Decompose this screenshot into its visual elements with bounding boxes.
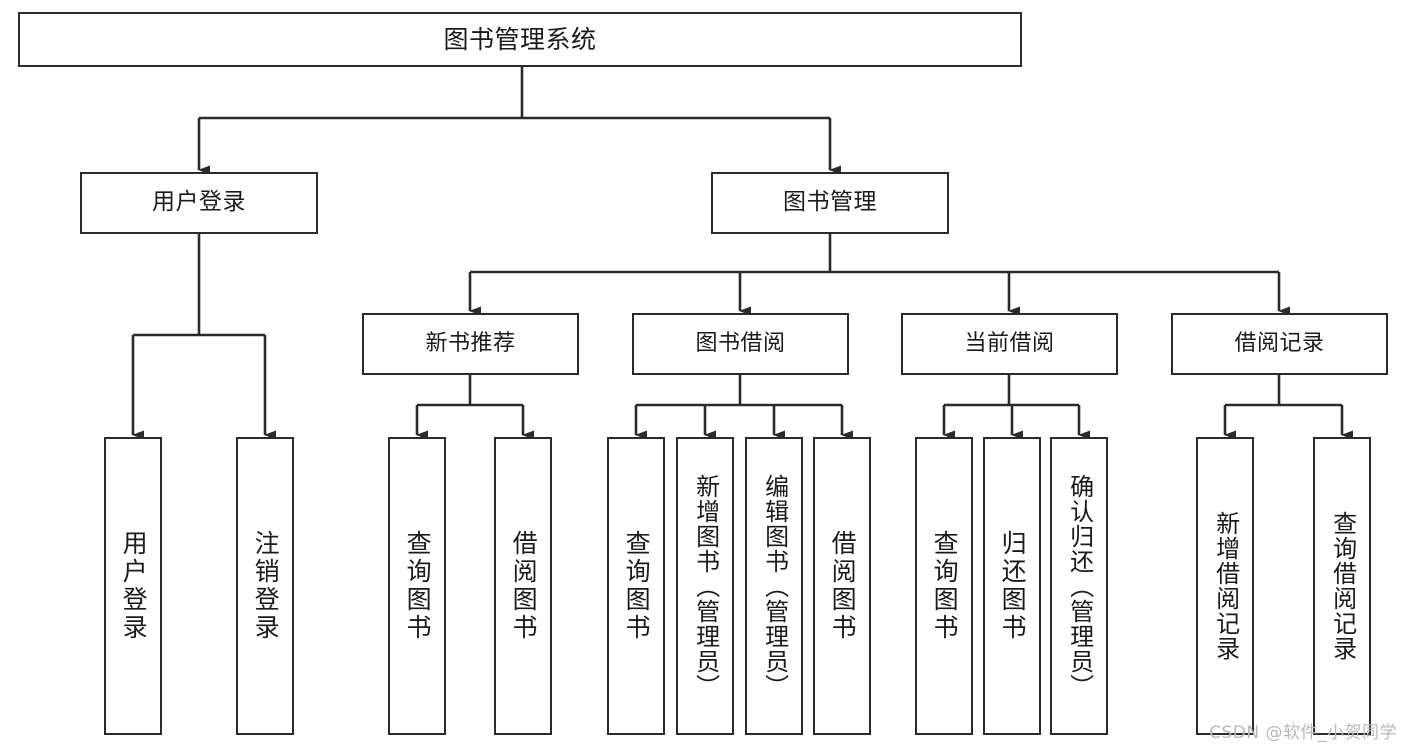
node-label: 归还图书 <box>998 530 1028 642</box>
leaf-add-book-admin[interactable]: 新增图书（管理员） <box>676 437 734 735</box>
node-new-book-recommend[interactable]: 新书推荐 <box>362 313 579 375</box>
node-label: 编辑图书（管理员） <box>760 473 789 699</box>
leaf-query-borrow-record[interactable]: 查询借阅记录 <box>1313 437 1371 735</box>
leaf-confirm-return-admin[interactable]: 确认归还（管理员） <box>1050 437 1108 735</box>
leaf-query-book-recommend[interactable]: 查询图书 <box>388 437 446 735</box>
node-label: 图书管理系统 <box>443 24 597 54</box>
node-label: 注销登录 <box>251 530 281 642</box>
node-label: 图书管理 <box>783 189 877 216</box>
node-label: 新增借阅记录 <box>1211 511 1240 661</box>
leaf-add-borrow-record[interactable]: 新增借阅记录 <box>1196 437 1254 735</box>
leaf-borrow-book-recommend[interactable]: 借阅图书 <box>494 437 552 735</box>
node-label: 查询图书 <box>930 530 960 642</box>
node-label: 当前借阅 <box>964 331 1055 357</box>
node-label: 查询图书 <box>403 530 433 642</box>
node-user-login[interactable]: 用户登录 <box>80 172 318 234</box>
leaf-borrow-book[interactable]: 借阅图书 <box>813 437 871 735</box>
node-label: 查询图书 <box>622 530 652 642</box>
leaf-logout[interactable]: 注销登录 <box>236 437 294 735</box>
leaf-return-book[interactable]: 归还图书 <box>983 437 1041 735</box>
node-label: 图书借阅 <box>695 331 786 357</box>
node-root-system[interactable]: 图书管理系统 <box>18 12 1022 67</box>
node-label: 确认归还（管理员） <box>1065 473 1094 699</box>
node-label: 借阅记录 <box>1234 331 1325 357</box>
node-label: 用户登录 <box>152 189 246 216</box>
leaf-query-book-current[interactable]: 查询图书 <box>915 437 973 735</box>
leaf-edit-book-admin[interactable]: 编辑图书（管理员） <box>745 437 803 735</box>
node-label: 用户登录 <box>119 530 149 642</box>
node-label: 借阅图书 <box>509 530 539 642</box>
node-book-management[interactable]: 图书管理 <box>711 172 949 234</box>
node-borrow-record[interactable]: 借阅记录 <box>1171 313 1388 375</box>
node-current-borrow[interactable]: 当前借阅 <box>901 313 1118 375</box>
leaf-user-login[interactable]: 用户登录 <box>104 437 162 735</box>
node-label: 新增图书（管理员） <box>691 473 720 699</box>
leaf-query-book-borrow[interactable]: 查询图书 <box>607 437 665 735</box>
node-label: 借阅图书 <box>828 530 858 642</box>
node-label: 新书推荐 <box>425 331 516 357</box>
node-label: 查询借阅记录 <box>1328 511 1357 661</box>
node-book-borrow[interactable]: 图书借阅 <box>632 313 849 375</box>
